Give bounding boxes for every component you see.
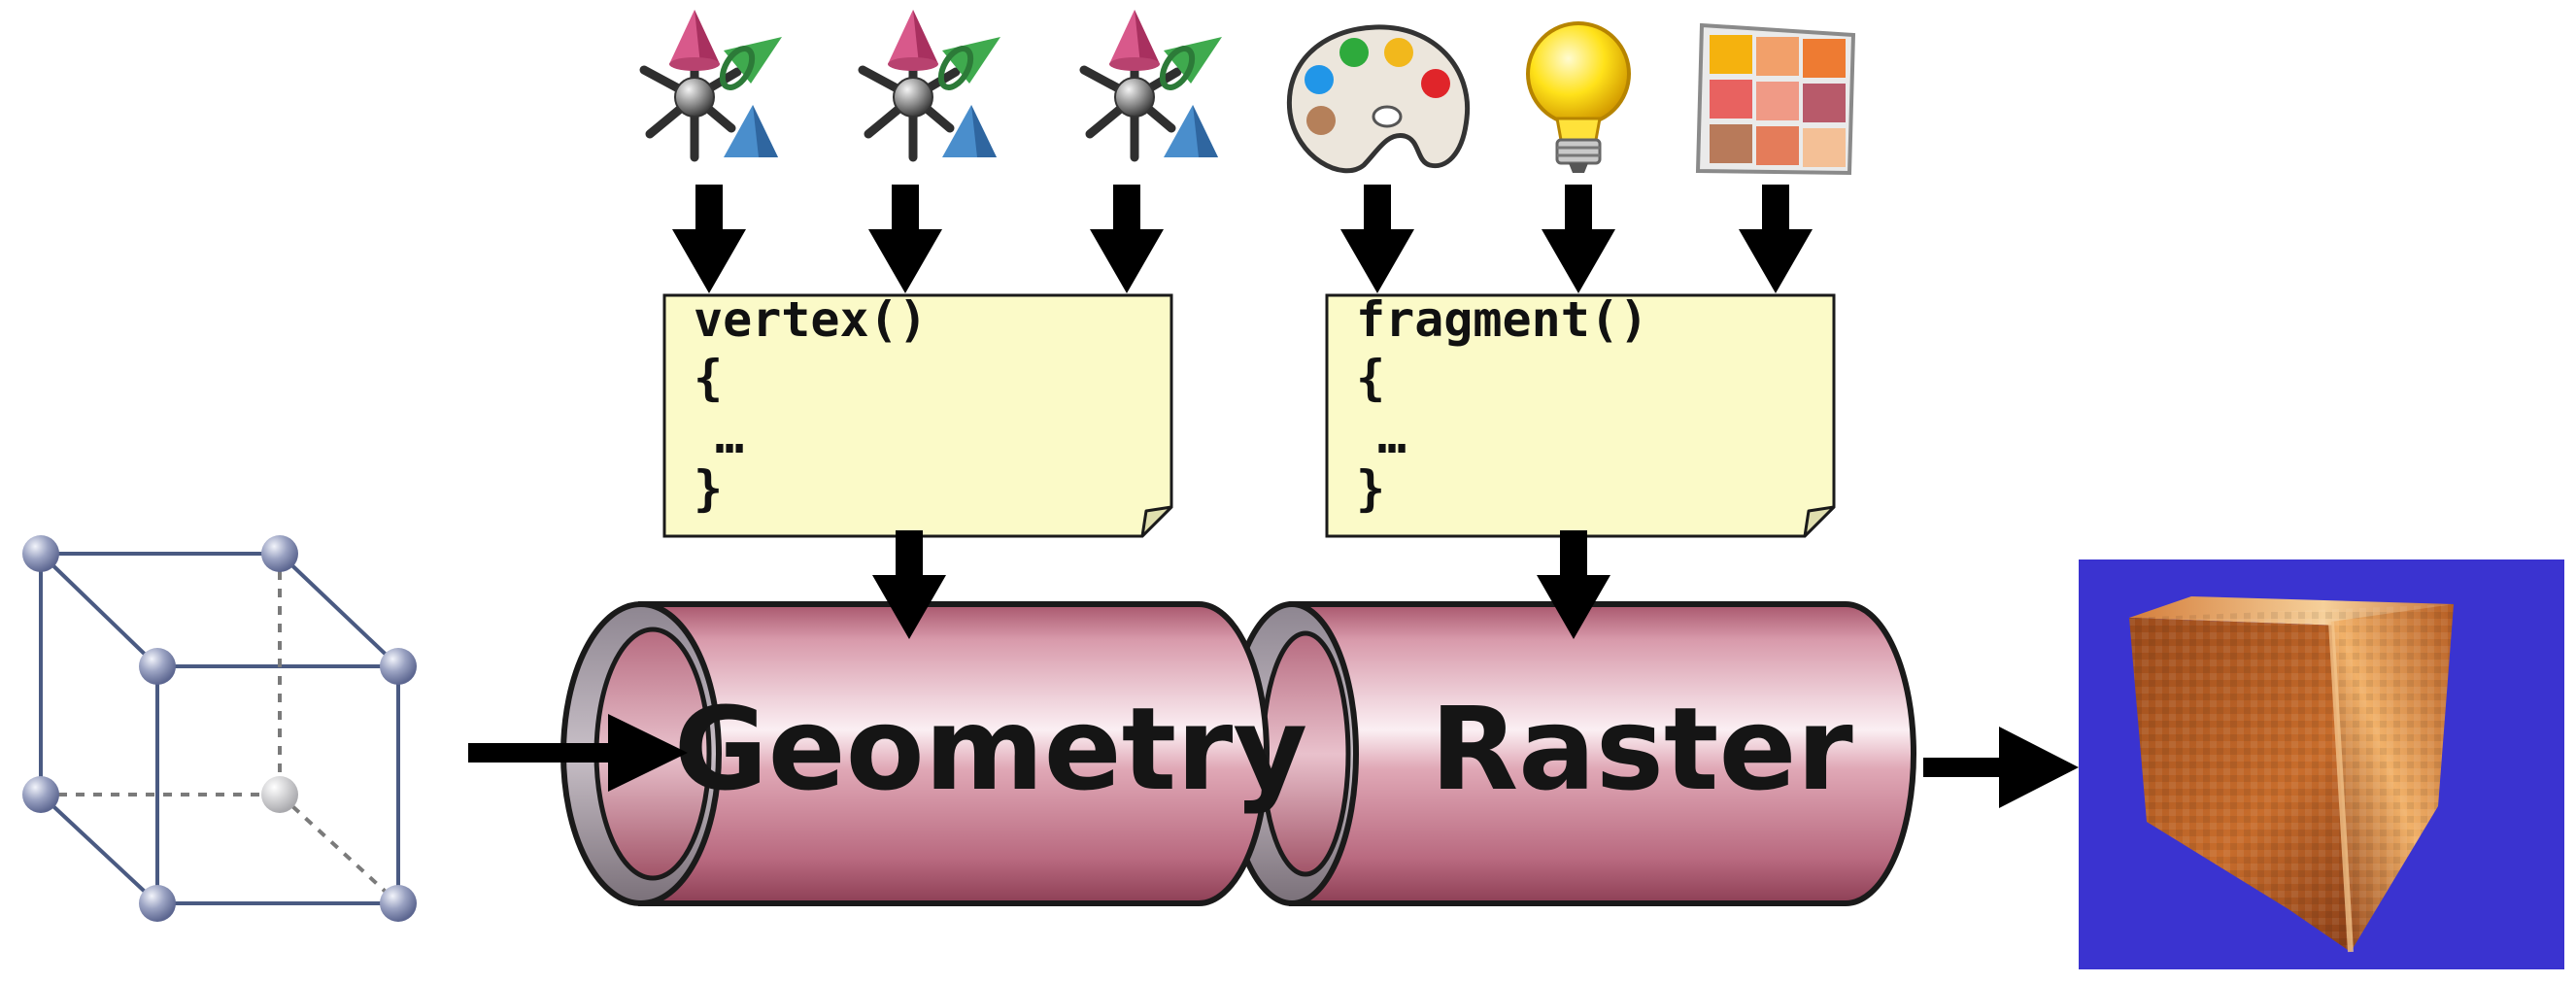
vertex-node: [261, 776, 298, 813]
fragment-shader-note: fragment() { … }: [1325, 291, 1836, 538]
code-line: fragment(): [1356, 291, 1648, 348]
transform-gizmo-icon: [863, 10, 1000, 157]
vertex-node: [22, 535, 59, 572]
code-line: {: [694, 350, 723, 406]
vertex-node: [380, 885, 417, 922]
arrow-down: [868, 185, 942, 293]
wireframe-cube: [22, 535, 417, 922]
vertex-node: [139, 648, 176, 685]
vertex-node: [380, 648, 417, 685]
transform-gizmo-icon: [1084, 10, 1222, 157]
vertex-node: [22, 776, 59, 813]
code-line: }: [1356, 460, 1385, 517]
arrow-down: [1542, 185, 1615, 293]
raster-stage-label: Raster: [1430, 682, 1852, 816]
code-line: }: [694, 460, 723, 517]
arrow-down: [672, 185, 746, 293]
code-line: {: [1356, 350, 1385, 406]
arrow-down: [1739, 185, 1813, 293]
vertex-node: [139, 885, 176, 922]
rendered-output: [2079, 559, 2564, 969]
arrow-down: [1340, 185, 1414, 293]
arrow-right: [468, 714, 688, 792]
color-swatches-icon: [1695, 22, 1856, 176]
code-line: …: [1377, 408, 1407, 464]
raster-pipe: Raster: [1225, 601, 1916, 906]
light-bulb-icon: [1526, 21, 1631, 173]
paint-palette-icon: [1286, 24, 1471, 174]
code-line: …: [715, 408, 744, 464]
arrow-down: [1090, 185, 1164, 293]
transform-gizmo-icon: [644, 10, 782, 157]
geometry-stage-label: Geometry: [674, 682, 1307, 816]
code-line: vertex(): [694, 291, 928, 348]
vertex-shader-note: vertex() { … }: [662, 291, 1173, 538]
vertex-node: [261, 535, 298, 572]
arrow-right: [1923, 727, 2079, 808]
